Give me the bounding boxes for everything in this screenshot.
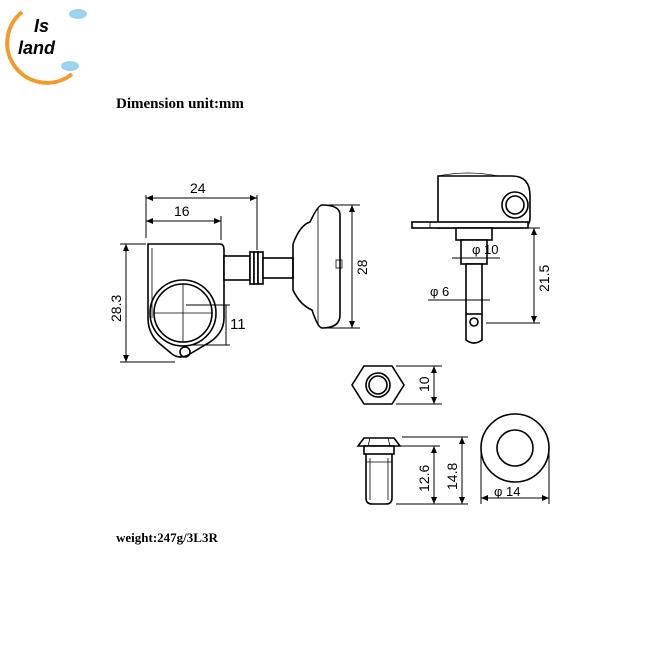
logo-text-bottom: land [18, 38, 56, 58]
nut-bore-inner [368, 375, 388, 395]
mount-hole-outer [501, 191, 529, 219]
arrowhead [531, 316, 537, 323]
arrowhead [146, 218, 153, 224]
dim-label-11: 11 [230, 316, 246, 333]
arrowhead [431, 446, 437, 453]
tuner-button [292, 204, 341, 329]
button-notch [335, 259, 343, 269]
dim-label-16: 16 [174, 203, 190, 219]
hex-nut [351, 365, 405, 405]
arrowhead [431, 497, 437, 504]
dim-label-14-8: 14.8 [444, 463, 460, 490]
hex-facet [367, 437, 371, 447]
logo-arc [5, 10, 74, 85]
dim-label-24: 24 [190, 180, 206, 196]
string-hole [469, 317, 479, 327]
dim-label-d6: φ 6 [430, 284, 449, 299]
arrowhead [146, 195, 153, 201]
dim-label-21-5: 21.5 [536, 265, 552, 292]
cloud-icon [69, 9, 87, 19]
dim-label-12-6: 12.6 [416, 465, 432, 492]
arrowhead [481, 495, 488, 501]
tuner-post-view: φ 10 φ 6 21.5 [411, 172, 552, 344]
dim-label-d14: φ 14 [494, 484, 521, 499]
post-tip [465, 314, 483, 344]
bushing-view: 12.6 14.8 [356, 436, 468, 505]
gear-housing-outer [149, 279, 217, 347]
hex-facet [387, 437, 391, 447]
post-lower [465, 263, 483, 315]
housing-top-curve [437, 172, 499, 177]
arrowhead [531, 228, 537, 235]
dim-label-10: 10 [416, 376, 432, 392]
logo-text-top: Is [34, 16, 49, 36]
flange-plate [411, 221, 529, 229]
arrowhead [123, 355, 129, 362]
arrowhead [459, 497, 465, 504]
washer-outer [480, 413, 550, 483]
arrowhead [250, 195, 257, 201]
post-housing [437, 175, 531, 229]
dim-label-28-3: 28.3 [108, 295, 124, 322]
island-logo: Is land [5, 9, 87, 85]
dim-label-d10: φ 10 [472, 242, 499, 257]
tuner-side-view: 24 16 28.3 11 28 [108, 180, 370, 363]
arrowhead [123, 244, 129, 251]
arrowhead [431, 366, 437, 373]
weight-note: weight:247g/3L3R [116, 530, 218, 545]
arrowhead [431, 397, 437, 404]
bushing-collar [363, 445, 395, 455]
arrowhead [459, 437, 465, 444]
nut-bore-outer [365, 372, 391, 398]
washer-view: φ 14 [480, 413, 550, 504]
tuner-body [147, 243, 225, 358]
dim-label-28: 28 [354, 259, 370, 275]
button-stem [262, 257, 294, 279]
bushing-sleeve [365, 454, 393, 505]
arrowhead [214, 218, 221, 224]
post-upper [455, 227, 493, 241]
screw-hole [179, 346, 191, 358]
bushing-hex-top [356, 437, 402, 447]
hex-nut-view: 10 [351, 365, 442, 405]
washer-inner [496, 429, 534, 467]
arrowhead [542, 495, 549, 501]
arrowhead [349, 321, 355, 328]
dimension-unit-heading: Dimension unit:mm [116, 96, 244, 112]
mount-hole-inner [505, 195, 525, 215]
post-middle [460, 239, 488, 265]
arrowhead [349, 205, 355, 212]
tuner-shaft [223, 255, 251, 281]
cloud-icon [61, 61, 79, 71]
